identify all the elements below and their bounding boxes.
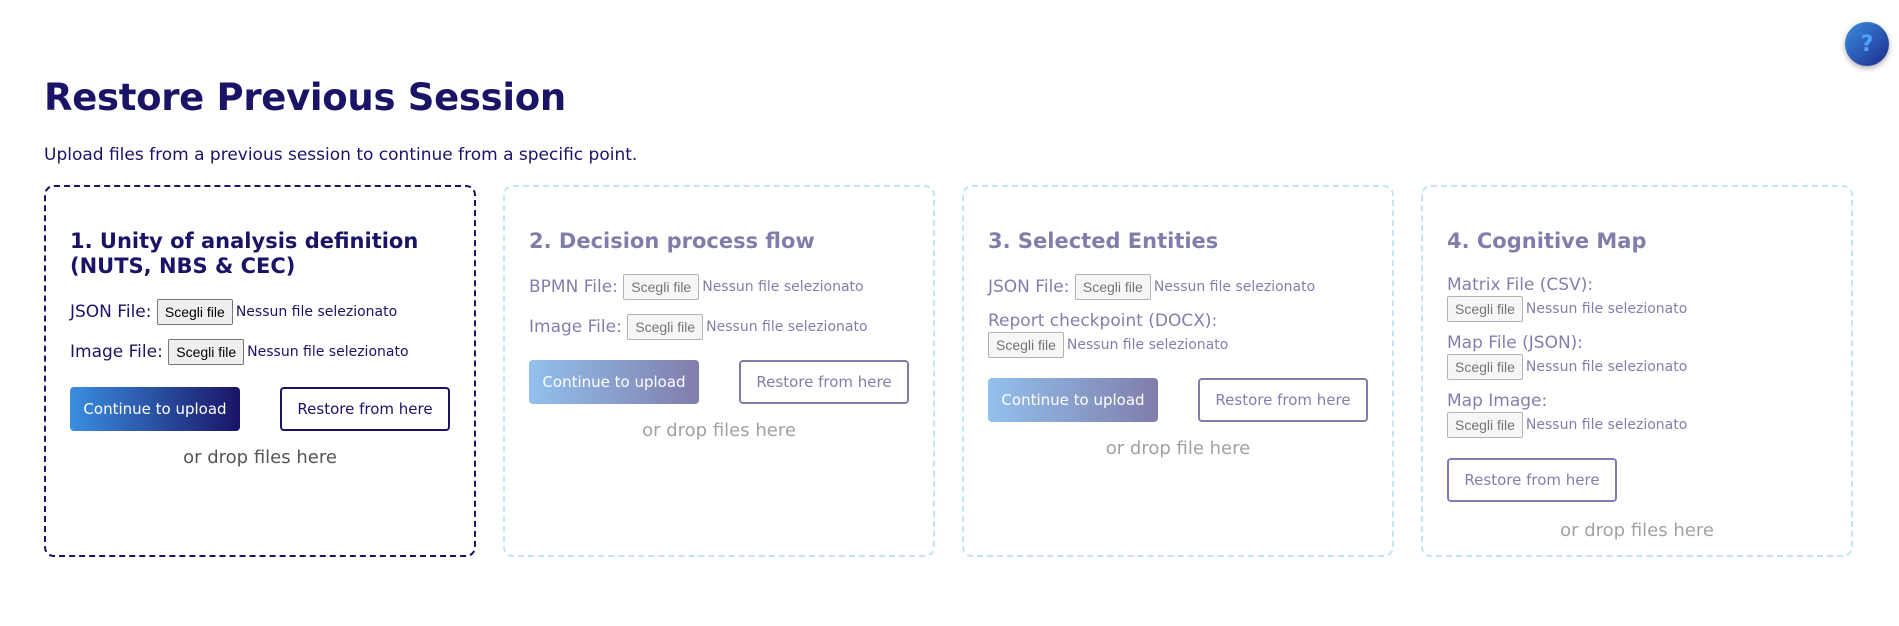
field-label: Matrix File (CSV): <box>1447 275 1594 295</box>
field-label: Report checkpoint (DOCX): <box>988 311 1218 331</box>
map-image-status: Nessun file selezionato <box>1525 417 1688 433</box>
report-file-choose-button[interactable]: Scegli file <box>988 332 1064 358</box>
map-file-status: Nessun file selezionato <box>1525 359 1688 375</box>
json-file-status: Nessun file selezionato <box>1153 279 1316 295</box>
card-title: 1. Unity of analysis definition (NUTS, N… <box>70 229 419 278</box>
restore-from-here-button[interactable]: Restore from here <box>1447 458 1617 502</box>
continue-to-upload-button[interactable]: Continue to upload <box>70 387 240 431</box>
field-label: Map File (JSON): <box>1447 333 1584 353</box>
field-label: JSON File: <box>988 277 1070 297</box>
help-button[interactable]: ? <box>1845 22 1889 66</box>
card-actions: Continue to upload Restore from here <box>988 378 1368 422</box>
card-title: 2. Decision process flow <box>529 229 815 253</box>
map-file-choose-button[interactable]: Scegli file <box>1447 354 1523 380</box>
report-file-status: Nessun file selezionato <box>1066 337 1229 353</box>
matrix-file-status: Nessun file selezionato <box>1525 301 1688 317</box>
matrix-file-choose-button[interactable]: Scegli file <box>1447 296 1523 322</box>
bpmn-file-status: Nessun file selezionato <box>702 279 864 295</box>
json-file-choose-button[interactable]: Scegli file <box>1074 274 1151 300</box>
image-file-status: Nessun file selezionato <box>706 319 868 335</box>
restore-from-here-button[interactable]: Restore from here <box>1198 378 1368 422</box>
page-subtitle: Upload files from a previous session to … <box>44 145 638 165</box>
map-image-choose-button[interactable]: Scegli file <box>1447 412 1523 438</box>
json-file-choose-button[interactable]: Scegli file <box>156 299 233 325</box>
continue-to-upload-button[interactable]: Continue to upload <box>529 360 699 404</box>
card-unity-of-analysis[interactable]: 1. Unity of analysis definition (NUTS, N… <box>44 185 476 557</box>
bpmn-file-choose-button[interactable]: Scegli file <box>623 274 700 300</box>
field-label: Image File: <box>529 317 622 337</box>
field-label: Map Image: <box>1447 391 1548 411</box>
card-selected-entities[interactable]: 3. Selected Entities JSON File: Scegli f… <box>962 185 1394 557</box>
json-file-status: Nessun file selezionato <box>235 304 398 320</box>
field-label: JSON File: <box>70 302 152 322</box>
image-file-choose-button[interactable]: Scegli file <box>627 314 704 340</box>
image-file-status: Nessun file selezionato <box>247 344 409 360</box>
question-icon: ? <box>1860 31 1874 57</box>
card-actions: Continue to upload Restore from here <box>529 360 909 404</box>
drop-zone-hint: or drop file here <box>1105 438 1251 459</box>
restore-from-here-button[interactable]: Restore from here <box>739 360 909 404</box>
field-label: Image File: <box>70 342 163 362</box>
image-file-choose-button[interactable]: Scegli file <box>168 339 245 365</box>
continue-to-upload-button[interactable]: Continue to upload <box>988 378 1158 422</box>
card-title: 3. Selected Entities <box>988 229 1219 253</box>
field-label: BPMN File: <box>529 277 618 297</box>
drop-zone-hint: or drop files here <box>642 420 796 441</box>
drop-zone-hint: or drop files here <box>1560 520 1714 541</box>
card-actions: Continue to upload Restore from here <box>70 387 450 431</box>
drop-zone-hint: or drop files here <box>183 447 337 468</box>
card-decision-process-flow[interactable]: 2. Decision process flow BPMN File: Sceg… <box>503 185 935 557</box>
card-title: 4. Cognitive Map <box>1447 229 1647 253</box>
page-title: Restore Previous Session <box>44 76 566 119</box>
card-cognitive-map[interactable]: 4. Cognitive Map Matrix File (CSV): Sceg… <box>1421 185 1853 557</box>
card-actions: Restore from here <box>1447 458 1827 502</box>
restore-from-here-button[interactable]: Restore from here <box>280 387 450 431</box>
